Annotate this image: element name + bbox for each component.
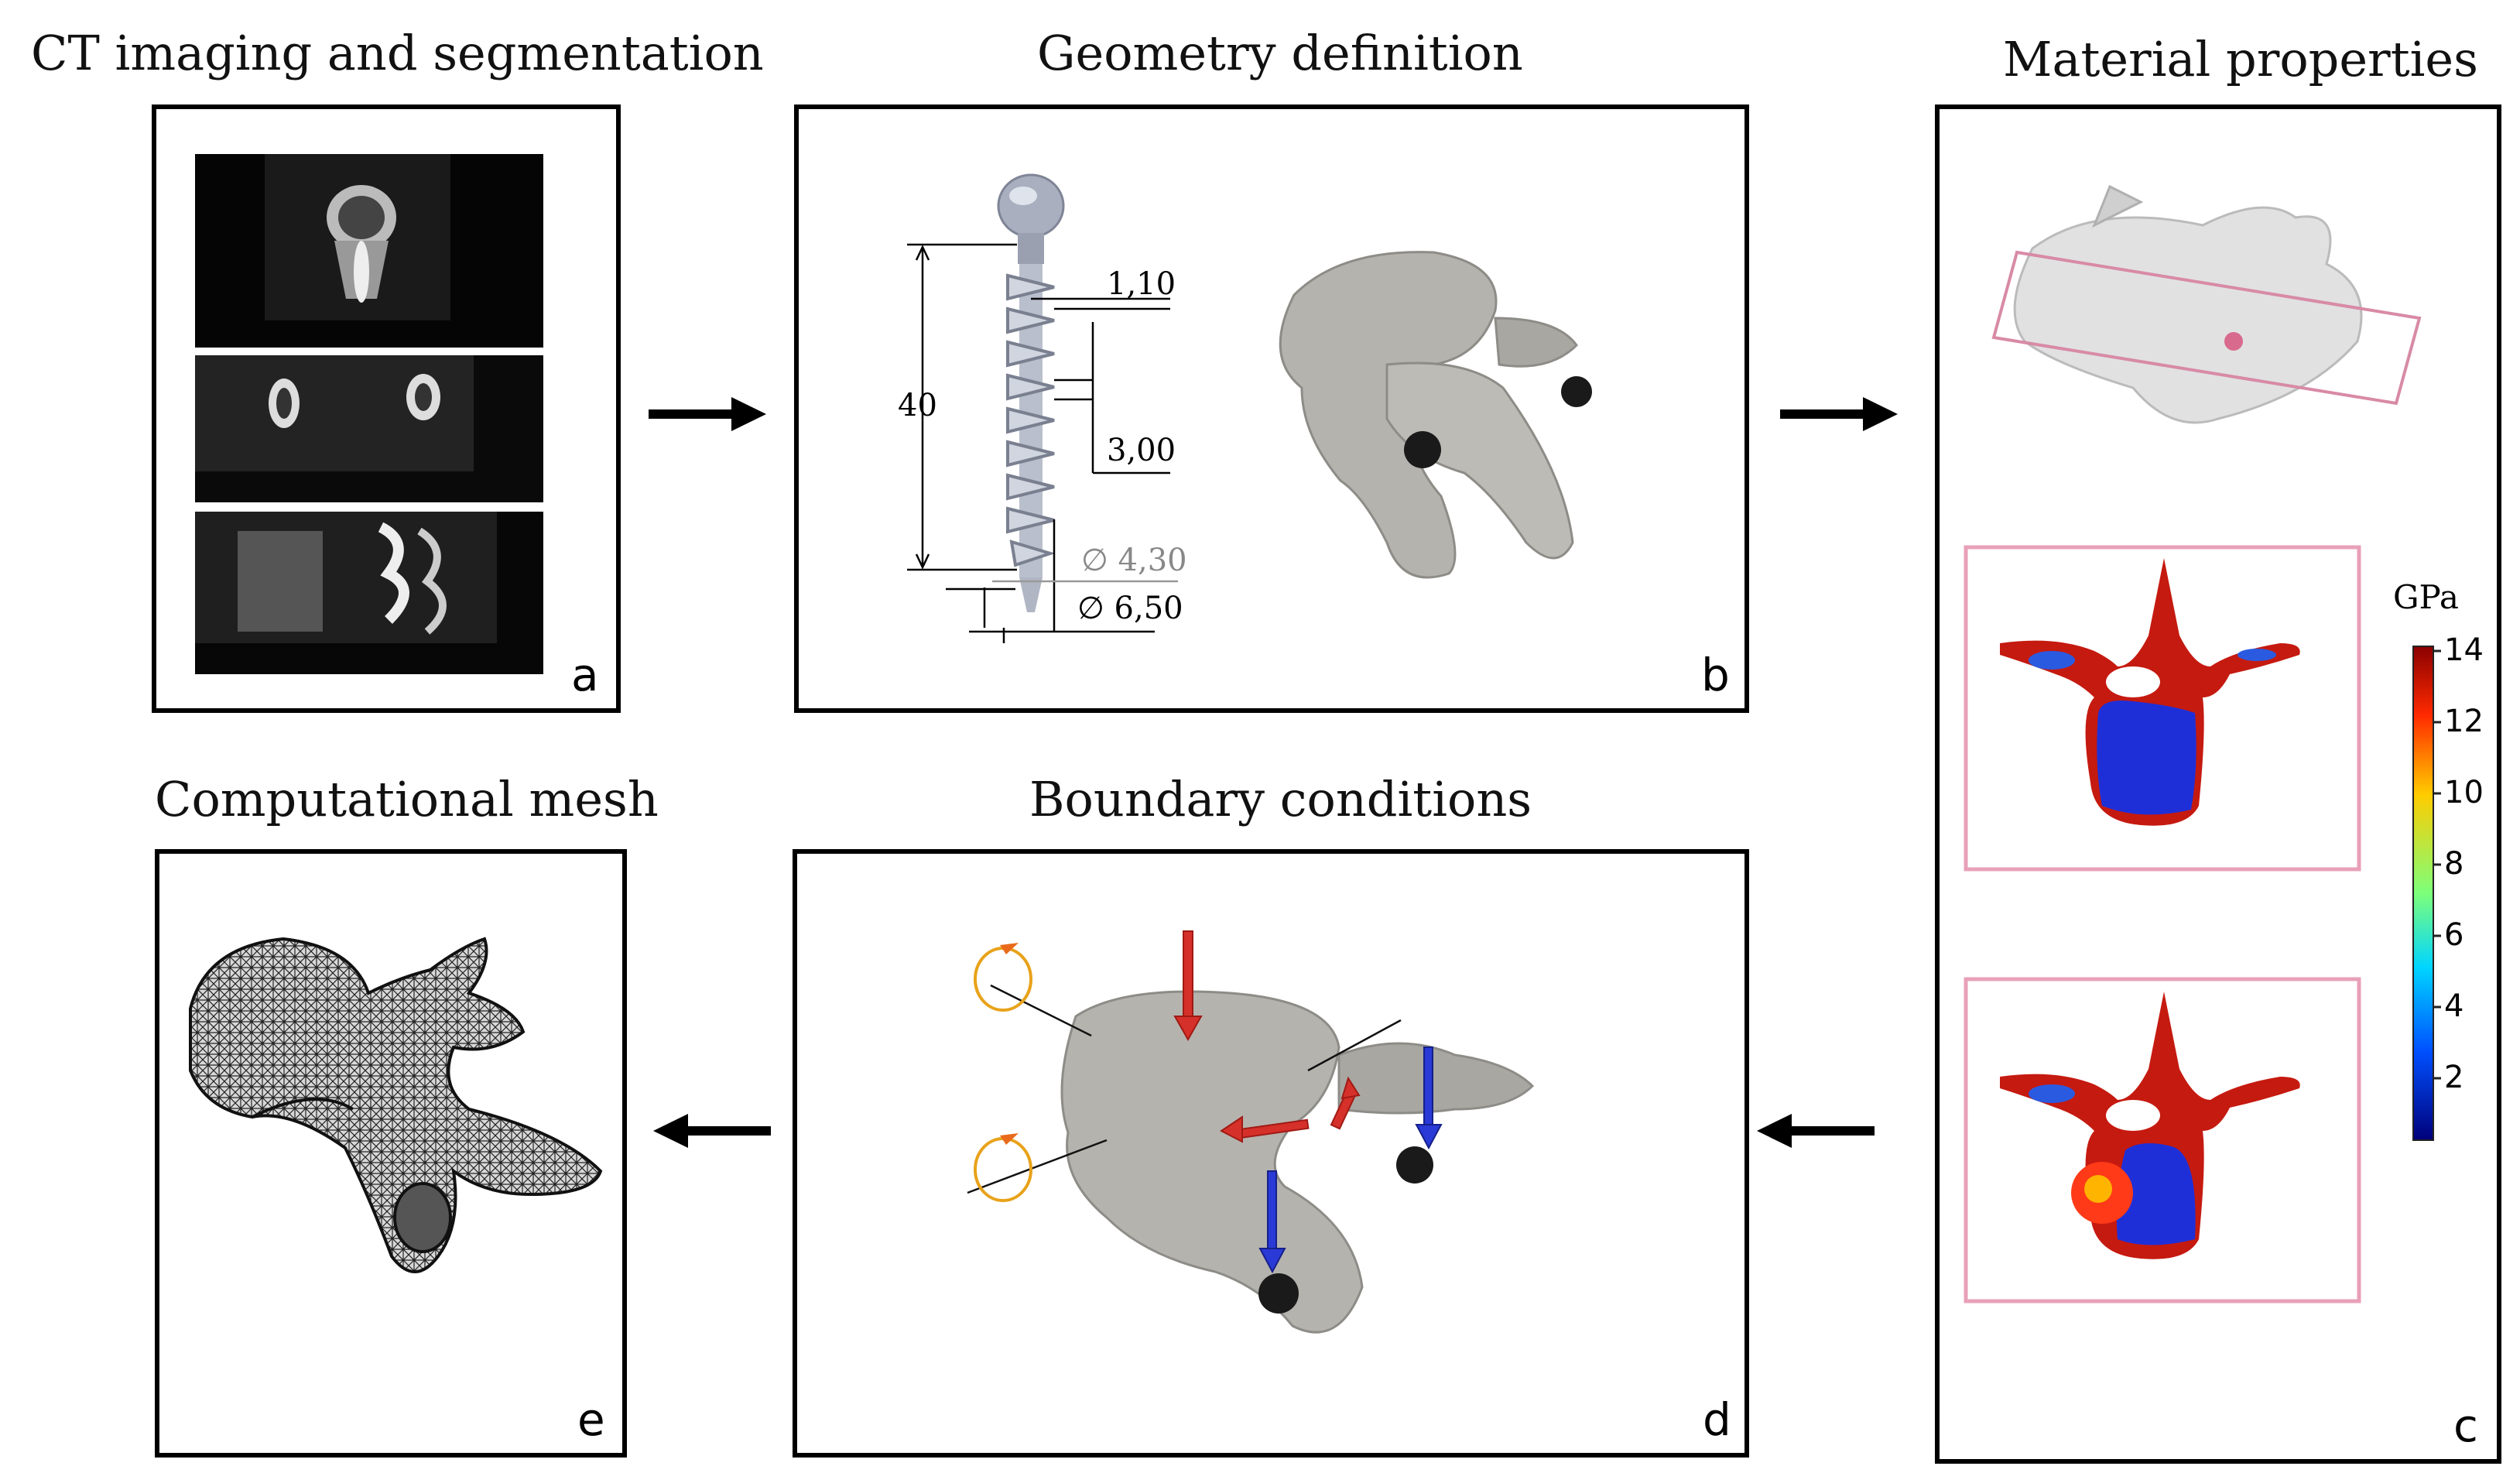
panel-mesh: e xyxy=(155,849,627,1458)
label-d: d xyxy=(1703,1393,1731,1446)
screw-threads xyxy=(1006,273,1056,567)
rotation-rings xyxy=(974,947,1032,1202)
ct-scan-images xyxy=(195,154,543,674)
arrow-c-to-d xyxy=(1757,1114,1792,1148)
arrow-b-to-c xyxy=(1863,397,1898,431)
arrow-d-to-e xyxy=(653,1114,688,1148)
colorbar-tick-14: 14 xyxy=(2444,632,2484,668)
colorbar-unit: GPa xyxy=(2393,578,2459,616)
panel-geometry: 40 1,10 3,00 ∅ 4,30 ∅ 6,50 b xyxy=(794,104,1749,713)
colorbar xyxy=(2412,646,2434,1141)
title-ct-imaging: CT imaging and segmentation xyxy=(31,25,764,81)
heatmap-slice-top xyxy=(2000,558,2300,826)
dim-length: 40 xyxy=(898,388,937,423)
panel-material: GPa 14 12 10 8 6 4 2 c xyxy=(1935,104,2501,1464)
title-boundary: Boundary conditions xyxy=(1029,771,1532,827)
title-geometry: Geometry definition xyxy=(1037,25,1523,81)
force-arrows-blue xyxy=(1258,1047,1443,1274)
dim-pitch: 3,00 xyxy=(1107,433,1176,468)
colorbar-tick-6: 6 xyxy=(2444,917,2464,953)
dim-inner-diameter: ∅ 4,30 xyxy=(1081,543,1187,578)
title-mesh: Computational mesh xyxy=(155,771,659,827)
dim-outer-diameter: ∅ 6,50 xyxy=(1077,591,1183,626)
vertebra-render xyxy=(1279,251,1592,579)
force-arrows-red xyxy=(1173,930,1361,1143)
arrow-a-to-b xyxy=(731,397,766,431)
boundary-render xyxy=(967,930,1535,1334)
label-a: a xyxy=(571,649,599,701)
label-b: b xyxy=(1701,649,1730,701)
screw-drawing xyxy=(907,173,1178,643)
heatmap-slice-bottom xyxy=(2000,992,2300,1259)
label-c: c xyxy=(2453,1399,2478,1452)
colorbar-tick-10: 10 xyxy=(2444,775,2484,810)
panel-boundary: d xyxy=(793,849,1749,1458)
mesh-render xyxy=(189,937,603,1273)
colorbar-tick-4: 4 xyxy=(2444,988,2464,1024)
material-maps xyxy=(1964,184,2441,1303)
colorbar-tick-12: 12 xyxy=(2444,704,2484,739)
dim-pitch-top: 1,10 xyxy=(1107,266,1176,302)
colorbar-tick-8: 8 xyxy=(2444,846,2464,882)
label-e: e xyxy=(577,1393,605,1446)
title-material: Material properties xyxy=(2003,31,2478,87)
panel-ct-imaging: a xyxy=(152,104,621,713)
colorbar-tick-2: 2 xyxy=(2444,1060,2464,1095)
